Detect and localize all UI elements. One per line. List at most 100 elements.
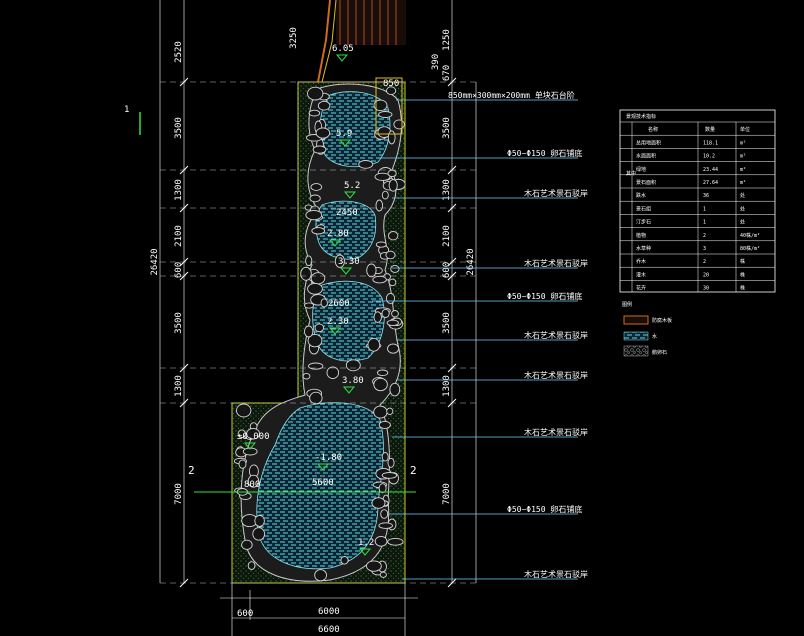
- stone: [310, 272, 326, 285]
- dim-right-2: 1300: [442, 179, 452, 201]
- stone: [387, 343, 400, 354]
- stone: [308, 362, 324, 370]
- stone: [315, 127, 331, 139]
- table-header-qty: 数量: [705, 126, 715, 133]
- legend-item-3: 鹅卵石: [652, 349, 667, 356]
- section-mark-left: 2: [188, 464, 195, 477]
- stone: [387, 169, 397, 178]
- stone: [378, 111, 393, 118]
- table-cell: 株: [740, 285, 745, 292]
- legend: 图例 防腐木板 水 鹅卵石: [622, 301, 672, 357]
- table-cell: 跌水: [636, 192, 646, 199]
- stone: [340, 556, 349, 565]
- stone: [386, 86, 397, 96]
- stone: [391, 310, 399, 318]
- note-9: Φ50~Φ150 卵石铺底: [507, 504, 582, 514]
- stone: [305, 209, 323, 221]
- table-cell: 2: [703, 233, 706, 239]
- stone: [237, 429, 246, 438]
- legend-swatch-water: [623, 331, 649, 341]
- dim-bottom-6600: 6600: [318, 625, 340, 635]
- stone: [309, 194, 321, 203]
- level-9: -1.80: [315, 453, 342, 463]
- stone: [372, 275, 387, 284]
- table-cell: 10.2: [703, 154, 715, 160]
- stone: [367, 337, 381, 352]
- stone: [358, 160, 374, 169]
- dim-top-right-2: 670: [442, 65, 452, 81]
- stone: [388, 278, 397, 287]
- note-10: 木石艺术景石驳岸: [524, 569, 588, 579]
- dim-total-left: 26420: [150, 248, 160, 275]
- table-cell: 株: [740, 271, 745, 278]
- dim-right-1: 3500: [442, 117, 452, 139]
- note-8: 木石艺术景石驳岸: [524, 427, 588, 437]
- table-cell: 30: [703, 286, 709, 292]
- level-4: 2.80: [327, 229, 349, 239]
- stone: [373, 99, 388, 112]
- stone: [371, 497, 386, 509]
- table-cell: 20: [703, 272, 709, 278]
- level-3: 5.2: [344, 181, 360, 191]
- stone: [379, 571, 387, 578]
- stone: [366, 263, 377, 278]
- table-cell: 80株/m²: [740, 245, 760, 252]
- note-3: 木石艺术景石驳岸: [524, 188, 588, 198]
- dim-right-5: 3500: [442, 312, 452, 334]
- table-cell: 处: [740, 219, 745, 226]
- stone: [310, 183, 323, 191]
- section-line: 2 2: [188, 464, 417, 493]
- table-cell: m²: [740, 180, 746, 186]
- stone: [381, 472, 398, 479]
- table-cell: 株: [740, 258, 745, 265]
- right-dimensions: 1250 670 3500 1300 2100 600 3500 1300 70…: [442, 29, 476, 505]
- dim-left-4: 600: [174, 262, 184, 278]
- table-cell: 水面面积: [636, 153, 656, 160]
- level-2: 5.9: [336, 129, 352, 139]
- stone: [387, 537, 404, 546]
- stone: [378, 483, 387, 494]
- dim-top-right: 1250: [442, 29, 452, 51]
- legend-item-1: 防腐木板: [652, 317, 672, 324]
- table-cell: 植物: [636, 232, 646, 239]
- stone: [380, 509, 389, 519]
- table-cell: 景石面积: [636, 179, 656, 186]
- marker-label: 1: [124, 105, 129, 115]
- table-cell: 绿地: [636, 166, 646, 173]
- dim-total-right: 26420: [466, 248, 476, 275]
- stone: [304, 325, 314, 338]
- marker: 1: [124, 105, 141, 135]
- stone: [378, 420, 391, 429]
- bottom-dimensions: 600 6000 6600: [237, 607, 340, 635]
- stone: [314, 323, 325, 333]
- table-title: 景观技术指标: [626, 113, 656, 120]
- table-cell: 花卉: [636, 285, 646, 292]
- dimension-ticks: [179, 77, 457, 588]
- stone: [376, 369, 389, 377]
- stone: [345, 359, 361, 372]
- stone: [381, 308, 390, 318]
- dim-bottom-6000: 6000: [318, 607, 340, 617]
- stone: [305, 255, 313, 267]
- extension-lines: [160, 81, 476, 584]
- stone: [374, 172, 391, 181]
- stone: [381, 190, 389, 200]
- stone: [385, 292, 396, 304]
- dim-right-4: 600: [442, 262, 452, 278]
- stone: [307, 282, 323, 295]
- stone: [317, 100, 331, 111]
- levels: 6.05 5.9 5.2 2.80 3.30 2.30 3.80 ±0.000 …: [237, 44, 374, 548]
- note-5: Φ50~Φ150 卵石铺底: [507, 291, 582, 301]
- stone: [238, 459, 247, 469]
- top-marks: 3250 390: [289, 27, 441, 70]
- stone: [254, 514, 265, 527]
- note-6: 木石艺术景石驳岸: [524, 330, 588, 340]
- stone: [241, 539, 253, 550]
- dim-left-1: 3500: [174, 117, 184, 139]
- inner-dimensions: 850 2450 2600 800 5600: [244, 79, 399, 490]
- dim-left-5: 3500: [174, 312, 184, 334]
- stone: [378, 522, 393, 529]
- left-dimensions: 2520 3500 1300 2100 600 3500 1300 7000 2…: [150, 41, 184, 505]
- table-cell: 水草种: [636, 245, 651, 252]
